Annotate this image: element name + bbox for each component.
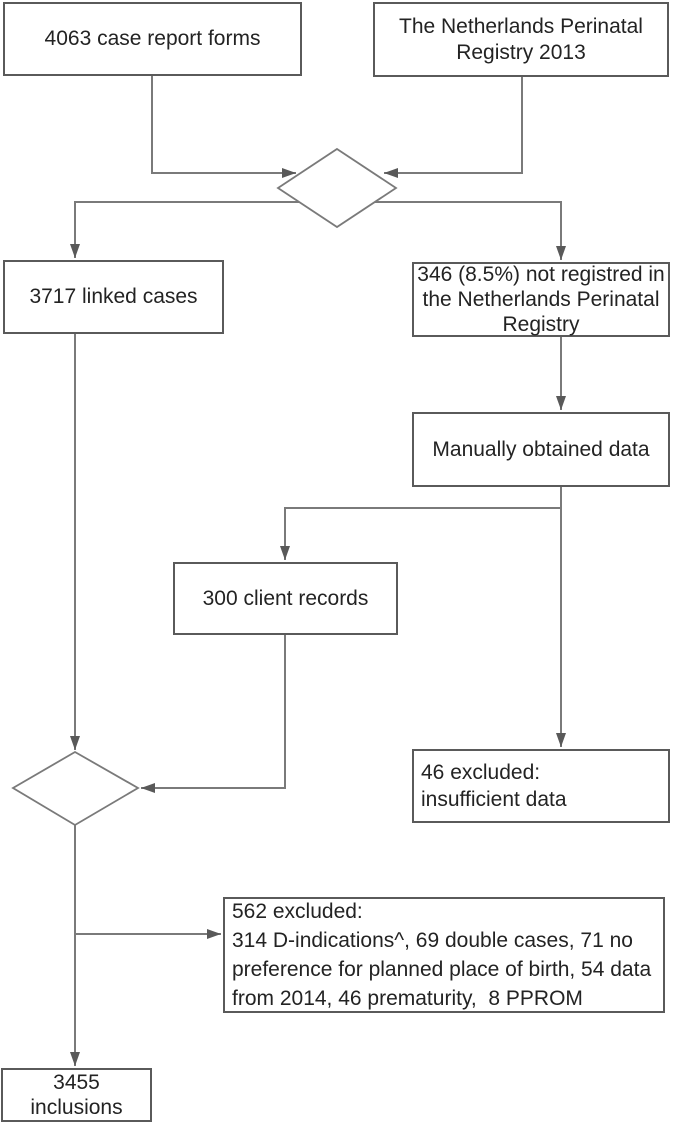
node-label: The Netherlands Perinatal <box>399 14 643 38</box>
node-label: 46 excluded: <box>421 761 541 784</box>
node-label: 4063 case report forms <box>44 27 261 50</box>
node-case-report-forms: 4063 case report forms <box>3 2 302 76</box>
node-label: Registry <box>502 313 580 336</box>
node-label: 3717 linked cases <box>29 285 198 308</box>
connector-merge-to-linked-cases <box>70 201 299 258</box>
node-label: from 2014, 46 prematurity, 8 PPROM <box>232 987 583 1010</box>
node-label: 562 excluded: <box>232 900 363 923</box>
connector-client-records-to-merge2 <box>141 635 286 793</box>
node-inclusions: 3455 inclusions <box>1 1068 152 1122</box>
merge-diamond-top <box>276 147 398 229</box>
node-label: Manually obtained data <box>432 437 650 461</box>
node-label: 314 D-indications^, 69 double cases, 71 … <box>232 929 633 952</box>
node-label: Registry 2013 <box>456 40 586 64</box>
node-label: 346 (8.5%) not registred in <box>417 263 665 286</box>
node-client-records: 300 client records <box>173 562 398 635</box>
connector-manual-to-client-records <box>280 507 561 560</box>
node-label: 300 client records <box>202 586 369 610</box>
node-manually-obtained-data: Manually obtained data <box>412 412 670 487</box>
node-label: inclusions <box>30 1096 123 1119</box>
node-label: preference for planned place of birth, 5… <box>232 958 652 981</box>
connector-case-report-to-merge <box>151 76 296 178</box>
node-label: 3455 <box>53 1071 100 1094</box>
node-linked-cases: 3717 linked cases <box>3 260 224 334</box>
node-562-excluded: 562 excluded: 314 D-indications^, 69 dou… <box>223 897 665 1013</box>
node-not-registred: 346 (8.5%) not registred in the Netherla… <box>412 262 670 337</box>
connector-registry-to-merge <box>384 77 523 178</box>
merge-diamond-bottom <box>11 750 140 827</box>
node-46-excluded: 46 excluded: insufficient data <box>412 749 670 823</box>
node-label: insufficient data <box>421 788 567 811</box>
node-perinatal-registry: The Netherlands Perinatal Registry 2013 <box>373 2 669 77</box>
connector-merge-to-not-registred <box>375 201 566 260</box>
node-label: the Netherlands Perinatal <box>422 288 660 311</box>
